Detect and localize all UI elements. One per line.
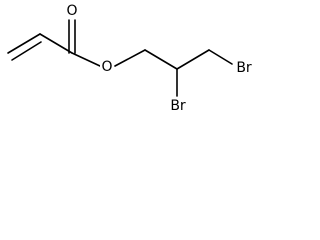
bond-ch2-to-chbr xyxy=(144,49,178,70)
atom-label-ester-oxygen: O xyxy=(101,59,112,75)
atom-label-bromine-3: Br xyxy=(236,60,252,76)
bond-carbonyl-to-ester-oxygen xyxy=(71,52,101,67)
bond-chbr-to-ch2br xyxy=(176,49,210,70)
bond-vinyl-to-carbonyl xyxy=(39,33,73,54)
bond-vinyl-double-outer xyxy=(7,33,41,54)
chemical-structure: O O Br Br xyxy=(7,3,252,114)
bond-ch2br-to-br xyxy=(208,49,233,65)
bond-vinyl-double-inner xyxy=(11,41,42,61)
atom-label-bromine-2: Br xyxy=(170,98,186,114)
atom-bg-ester-oxygen xyxy=(100,58,114,74)
atom-label-carbonyl-oxygen: O xyxy=(66,3,77,19)
bond-ester-oxygen-to-ch2 xyxy=(114,49,146,67)
